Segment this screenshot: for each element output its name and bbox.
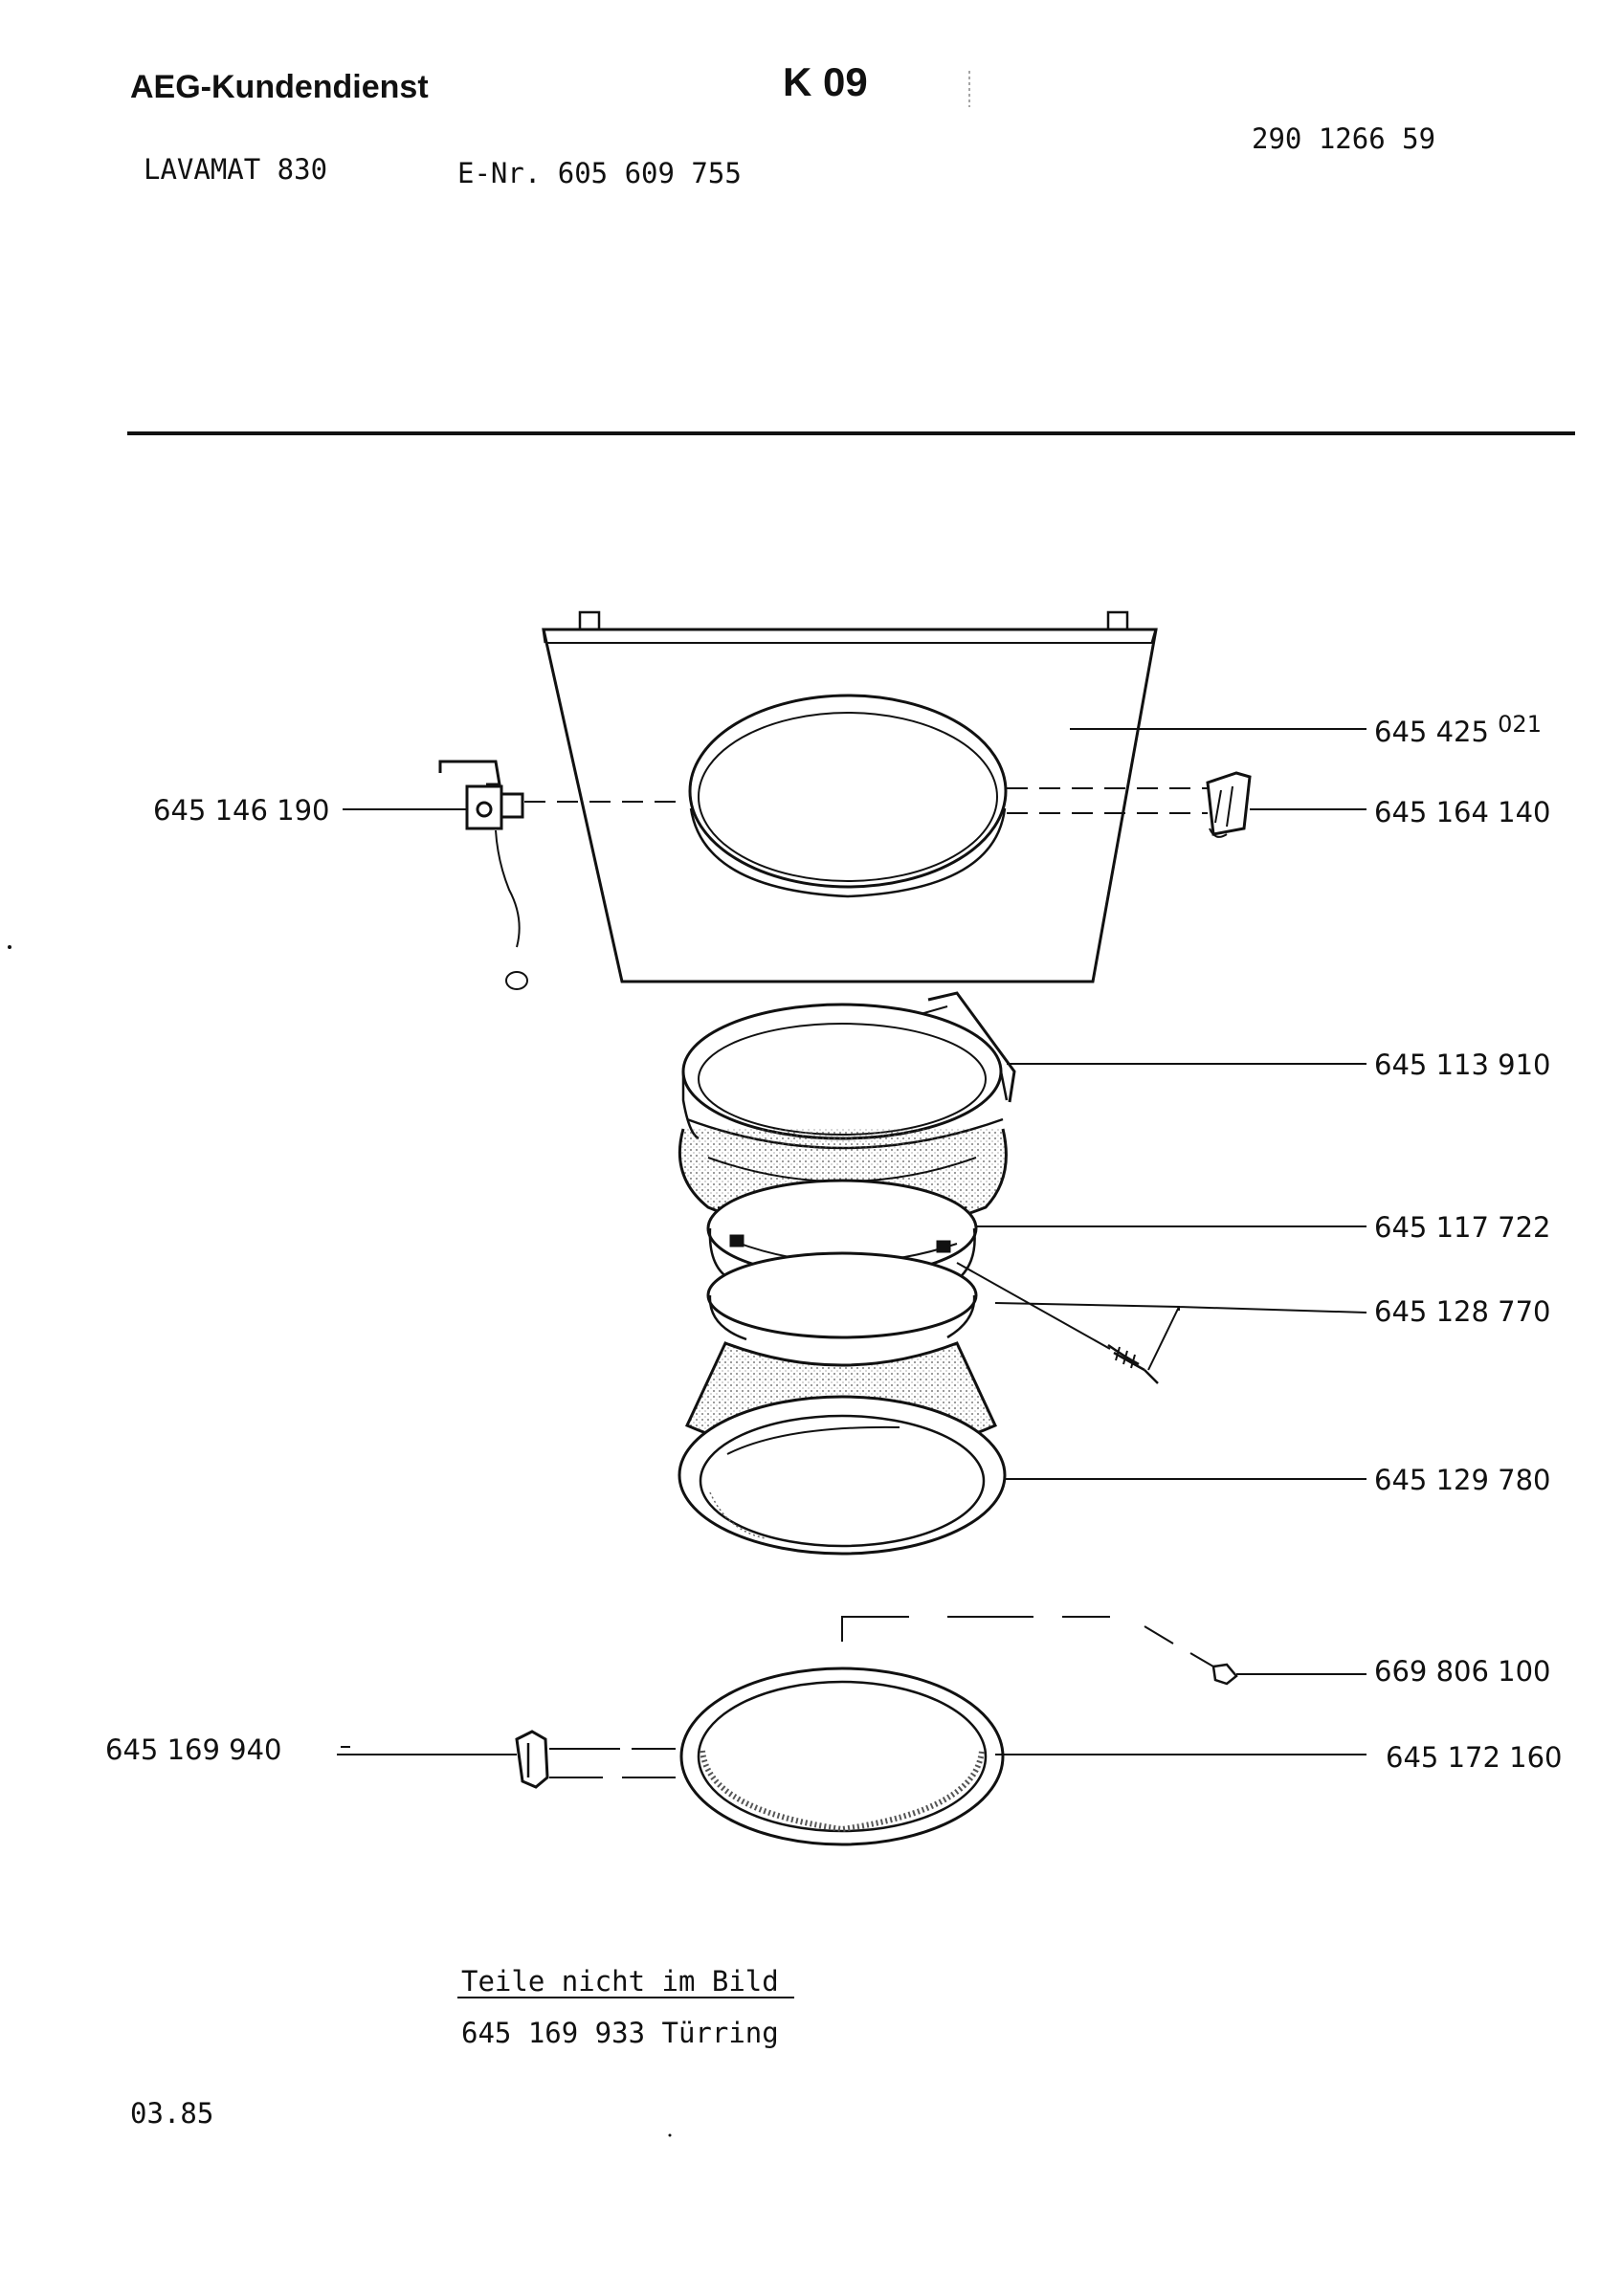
hinge-left-drawing <box>438 760 685 990</box>
leader-spring-clamp <box>994 1302 1367 1371</box>
sheet-number: K 09 <box>783 59 868 104</box>
scan-dot <box>8 945 11 949</box>
brand-title: AEG-Kundendienst <box>130 69 429 105</box>
part-label-front-panel: 645 425 021 <box>1374 711 1542 748</box>
scan-dot <box>668 2133 672 2137</box>
part-label-spring-clamp: 645 128 770 <box>1374 1295 1551 1328</box>
part-label-door-seal: 645 113 910 <box>1374 1049 1551 1081</box>
model-name: LAVAMAT 830 <box>144 153 328 186</box>
part-label-outer-ring: 645 172 160 <box>1386 1741 1563 1774</box>
part-label-hinge-left: 645 146 190 <box>153 794 330 827</box>
part-suffix-front-panel: 021 <box>1498 711 1542 738</box>
not-shown-title: Teile nicht im Bild <box>461 1965 779 1998</box>
outer-ring-drawing <box>679 1667 1005 1846</box>
catch-right-drawing <box>1007 771 1252 838</box>
not-shown-item: 645 169 933 Türring <box>461 2017 779 2049</box>
part-label-catch-right: 645 164 140 <box>1374 796 1551 828</box>
clamp-ring-drawing <box>706 1179 978 1284</box>
part-label-screw: 669 806 100 <box>1374 1655 1551 1688</box>
document-number: 290 1266 59 <box>1252 122 1436 155</box>
spring-clamp-drawing <box>706 1251 1159 1384</box>
part-number-front-panel: 645 425 <box>1374 716 1489 748</box>
e-nr: E-Nr. 605 609 755 <box>457 157 742 189</box>
document-date: 03.85 <box>130 2097 214 2130</box>
screw-drawing <box>841 1616 1238 1686</box>
hinge-clip-drawing <box>515 1730 676 1789</box>
inner-door-drawing <box>678 1341 1007 1556</box>
part-label-clamp-ring: 645 117 722 <box>1374 1211 1551 1244</box>
part-label-inner-door: 645 129 780 <box>1374 1464 1551 1496</box>
part-label-hinge-clip: 645 169 940 <box>105 1733 282 1766</box>
front-panel-drawing <box>542 610 1366 983</box>
